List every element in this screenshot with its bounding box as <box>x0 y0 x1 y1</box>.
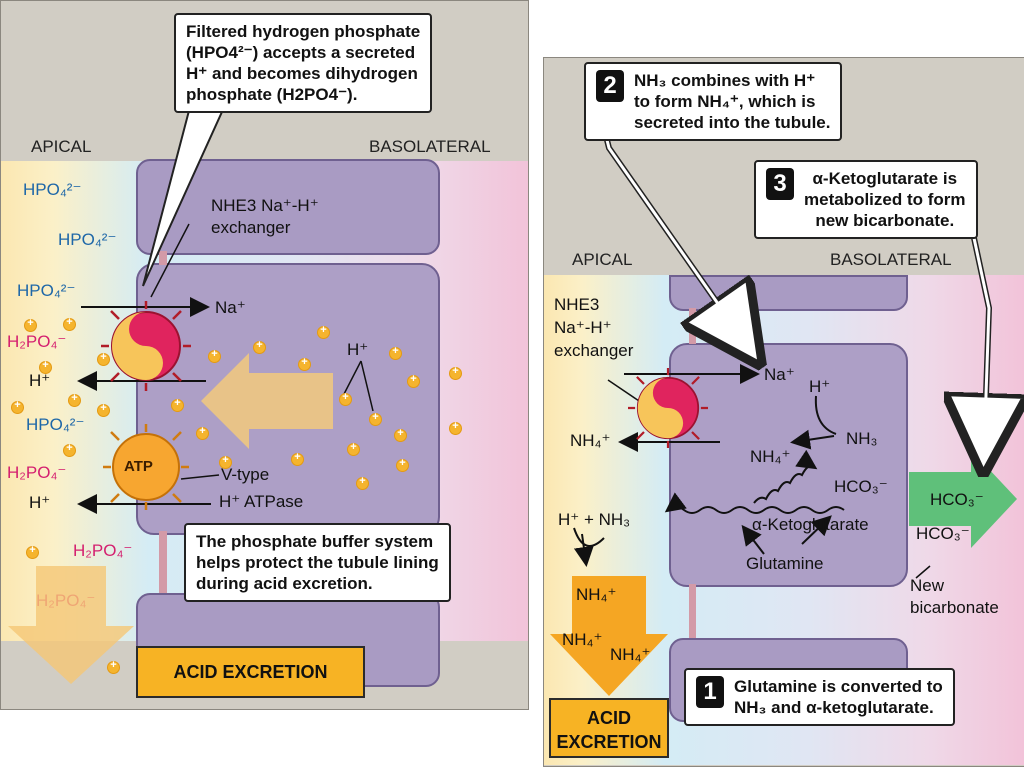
nhe3-exchanger-icon <box>101 301 191 391</box>
nh4-excretion-arrow <box>550 576 668 696</box>
vtype-label-line1: V-type <box>221 465 270 484</box>
tubule-cell-main <box>669 343 908 587</box>
nh4-arrow-label-3: NH₄⁺ <box>610 645 651 664</box>
h-plus-dot <box>356 475 369 490</box>
h-plus-dot <box>97 351 110 366</box>
hpo4-label-3: HPO₄²⁻ <box>17 281 76 300</box>
v-type-atpase-icon <box>103 424 189 510</box>
vtype-label-line2: H⁺ ATPase <box>219 492 304 511</box>
h-plus-dot <box>317 324 330 339</box>
ketoglutarate-label: α-Ketoglutarate <box>752 515 869 534</box>
nh4-arrow-label-1: NH₄⁺ <box>576 585 617 604</box>
h-plus-dot <box>347 441 360 456</box>
h2po4-label-1: H₂PO₄⁻ <box>7 332 67 351</box>
h-plus-dot <box>449 365 462 380</box>
callout-pointer <box>142 102 228 287</box>
acid-excretion-line1: ACID <box>587 708 631 728</box>
h-plus-flow-arrow <box>201 353 333 449</box>
h-plus-nh3-label: H⁺ + NH₃ <box>558 510 631 529</box>
basolateral-label: BASOLATERAL <box>830 250 952 269</box>
step-3-number: 3 <box>766 168 794 200</box>
atp-label: ATP <box>124 458 153 475</box>
step-3-text: α-Ketoglutarate is metabolized to form n… <box>804 169 966 230</box>
phosphate-buffer-note: The phosphate buffer system helps protec… <box>184 523 451 602</box>
step-2-callout: 2 NH₃ combines with H⁺ to form NH₄⁺, whic… <box>584 62 843 141</box>
glutamine-label: Glutamine <box>746 554 824 573</box>
nh3-cell-label: NH₃ <box>846 429 878 448</box>
h-plus-dot <box>26 544 39 559</box>
acid-excretion-box: ACID EXCRETION <box>136 646 365 698</box>
h-plus-dot <box>253 339 266 354</box>
h-plus-dot <box>97 402 110 417</box>
h-plus-dot <box>369 411 382 426</box>
h-plus-dot <box>407 373 420 388</box>
callout-phosphate-accepts-h: Filtered hydrogen phosphate (HPO4²⁻) acc… <box>174 13 433 113</box>
h-plus-dot <box>291 451 304 466</box>
step-1-callout: 1 Glutamine is converted to NH₃ and α-ket… <box>684 668 955 726</box>
h-plus-dot <box>24 317 37 332</box>
nh4-arrow-label-2: NH₄⁺ <box>562 630 603 649</box>
step-2-text: NH₃ combines with H⁺ to form NH₄⁺, which… <box>634 71 831 132</box>
h-plus-dot <box>449 420 462 435</box>
apical-label: APICAL <box>31 137 92 156</box>
h-plus-dot <box>11 399 24 414</box>
step-1-text: Glutamine is converted to NH₃ and α-keto… <box>734 677 943 717</box>
h-plus-label-1: H⁺ <box>29 371 51 390</box>
hco3-green-label-1: HCO₃⁻ <box>930 490 984 509</box>
na-plus-label: Na⁺ <box>764 365 795 384</box>
step-3-callout: 3 α-Ketoglutarate is metabolized to form … <box>754 160 978 239</box>
h-plus-dot <box>68 392 81 407</box>
h-plus-label-2: H⁺ <box>29 493 51 512</box>
nhe3-exchanger-icon <box>628 368 708 448</box>
hco3-cell-label: HCO₃⁻ <box>834 477 888 496</box>
right-panel-ammonia-buffer: APICAL BASOLATERAL <box>543 57 1024 767</box>
basolateral-label: BASOLATERAL <box>369 137 491 156</box>
h-plus-dot <box>196 425 209 440</box>
acid-excretion-down-arrow <box>8 566 134 684</box>
na-plus-label: Na⁺ <box>215 298 246 317</box>
step-1-number: 1 <box>696 676 724 708</box>
h-plus-dot <box>63 442 76 457</box>
nh4-lumen-label: NH₄⁺ <box>570 431 611 450</box>
h-plus-dot <box>63 316 76 331</box>
acid-excretion-box: ACID EXCRETION <box>549 698 669 758</box>
h-plus-dot <box>171 397 184 412</box>
hpo4-label-4: HPO₄²⁻ <box>26 415 85 434</box>
h2po4-label-3: H₂PO₄⁻ <box>73 541 133 560</box>
h-plus-dot <box>298 356 311 371</box>
step-2-number: 2 <box>596 70 624 102</box>
left-panel-phosphate-buffer: APICAL BASOLATERAL HPO₄²⁻ HPO₄²⁻ HPO₄²⁻ … <box>0 0 529 710</box>
tight-junction-2 <box>689 584 696 638</box>
h-plus-dot <box>39 359 52 374</box>
nhe3-label-line2: Na⁺-H⁺ <box>554 318 612 337</box>
hpo4-label-1: HPO₄²⁻ <box>23 180 82 199</box>
tight-junction-2 <box>159 531 167 593</box>
hco3-green-label-2: HCO₃⁻ <box>916 524 970 543</box>
new-bicarbonate-line1: New <box>910 576 945 595</box>
h-plus-cell-label: H⁺ <box>347 340 369 359</box>
h-plus-cell-label: H⁺ <box>809 377 831 396</box>
acid-excretion-line2: EXCRETION <box>556 732 662 752</box>
tight-junction <box>159 251 167 265</box>
nhe3-label-line1: NHE3 Na⁺-H⁺ <box>211 196 319 215</box>
h-plus-dot <box>389 345 402 360</box>
h2po4-label-2: H₂PO₄⁻ <box>7 463 67 482</box>
nh4-cell-label: NH₄⁺ <box>750 447 791 466</box>
hpo4-label-2: HPO₄²⁻ <box>58 230 117 249</box>
apical-label: APICAL <box>572 250 633 269</box>
h-plus-dot <box>339 391 352 406</box>
new-bicarbonate-line2: bicarbonate <box>910 598 999 617</box>
nhe3-label-line1: NHE3 <box>554 295 600 314</box>
h-plus-dot <box>394 427 407 442</box>
nhe3-label-line3: exchanger <box>554 341 634 360</box>
h-plus-dot <box>219 454 232 469</box>
h-plus-dot <box>396 457 409 472</box>
h-plus-dot <box>107 659 120 674</box>
nhe3-label-line2: exchanger <box>211 218 291 237</box>
h-plus-dot <box>208 348 221 363</box>
